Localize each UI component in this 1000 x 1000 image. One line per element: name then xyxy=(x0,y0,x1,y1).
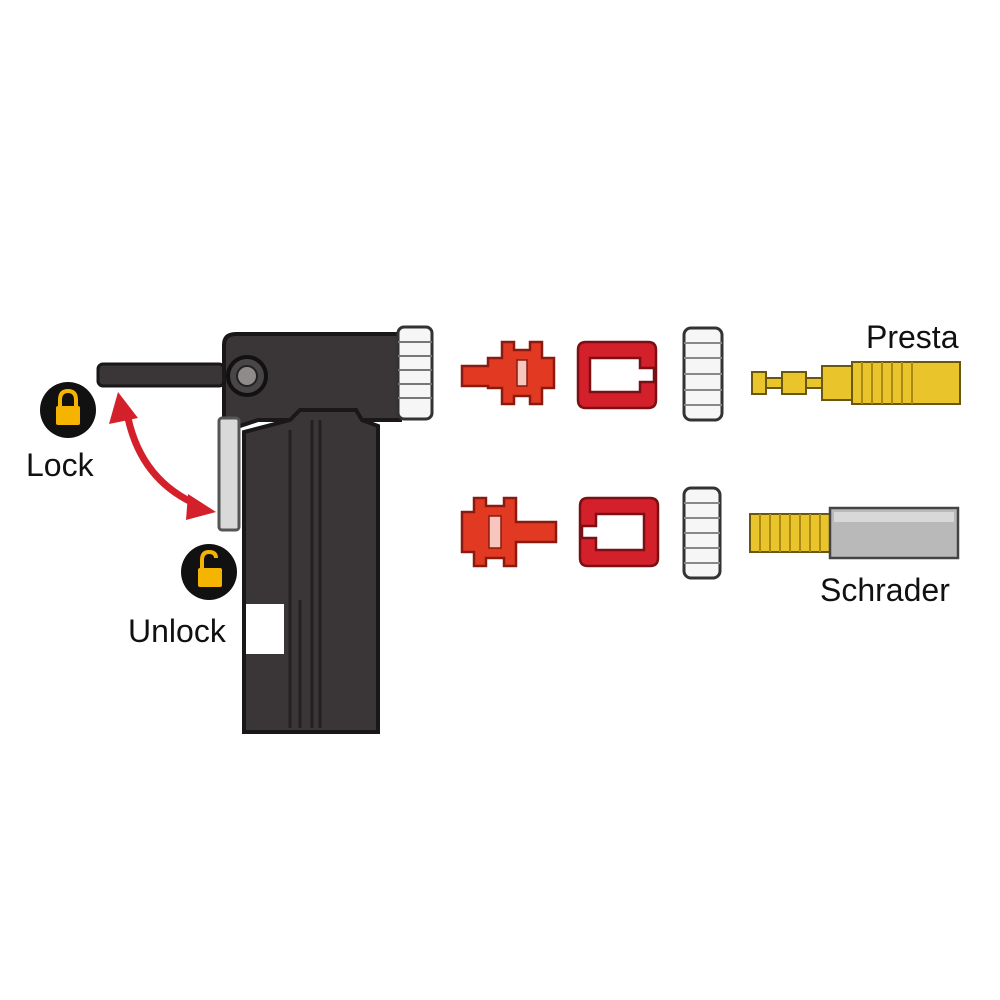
flip-lever xyxy=(217,416,241,532)
schrader-adapter-head xyxy=(460,496,558,568)
schrader-rubber-seal xyxy=(578,496,660,568)
unlock-label: Unlock xyxy=(128,613,227,649)
schrader-knurled-ring xyxy=(682,486,722,580)
pivot-bolt-center xyxy=(236,365,258,387)
presta-valve xyxy=(751,361,961,405)
barrel-label-patch xyxy=(246,604,284,654)
schrader-label: Schrader xyxy=(820,572,950,608)
presta-rubber-seal xyxy=(576,340,658,410)
threaded-collar xyxy=(396,325,434,421)
presta-knurled-ring xyxy=(682,326,724,422)
presta-label: Presta xyxy=(866,319,959,355)
lock-label: Lock xyxy=(26,447,95,483)
schrader-valve xyxy=(749,506,960,560)
presta-adapter-head xyxy=(460,340,556,406)
curved-double-arrow-icon xyxy=(109,392,216,520)
unlocked-padlock-icon xyxy=(181,544,237,600)
pump-head xyxy=(96,325,434,734)
pump-head-block xyxy=(222,332,402,428)
lever-rod xyxy=(96,362,226,388)
locked-padlock-icon xyxy=(40,382,96,438)
